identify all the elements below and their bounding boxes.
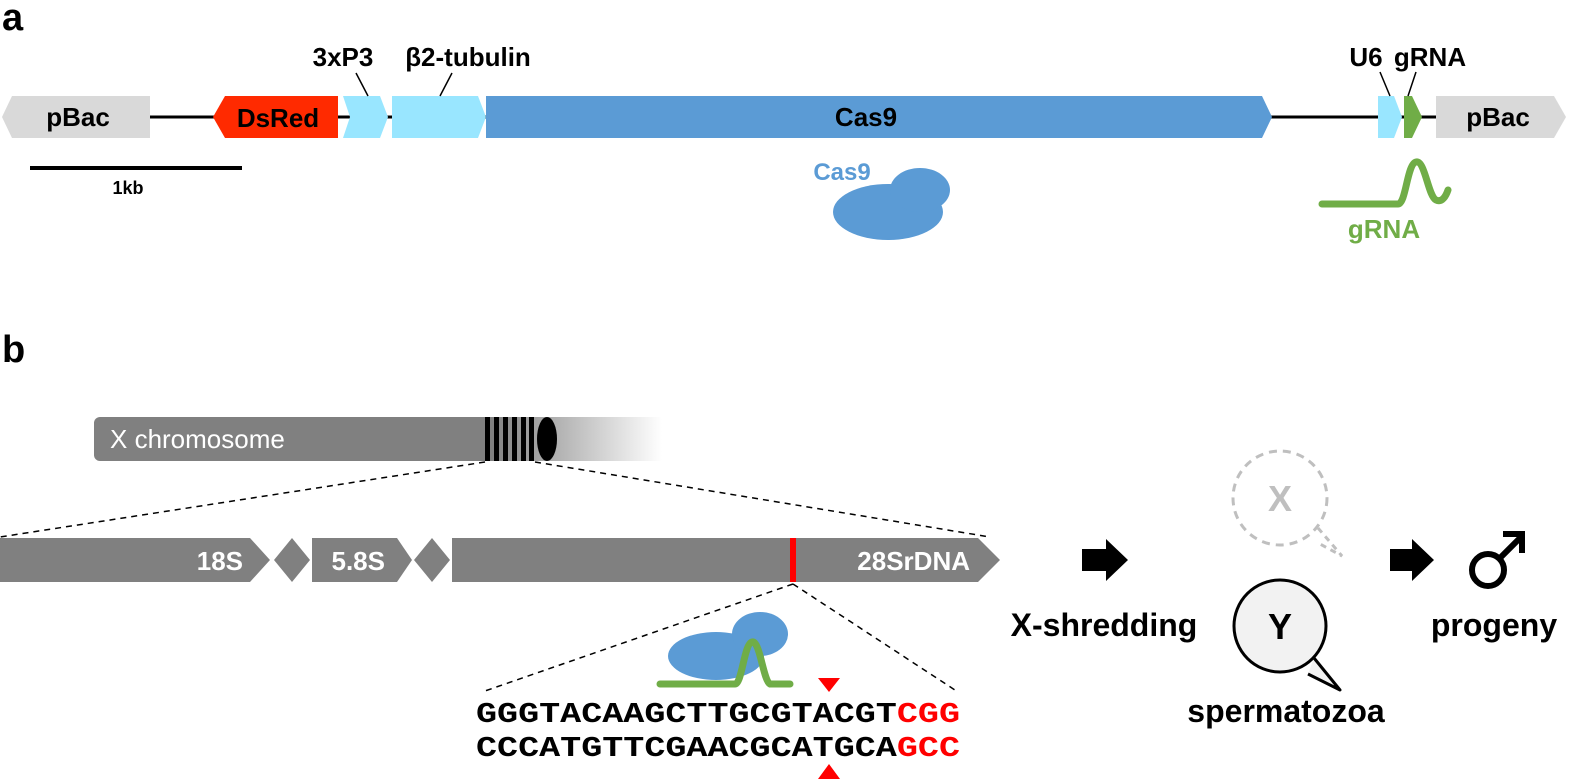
grna-molecule-label: gRNA: [1348, 214, 1420, 244]
rdna-band-4: [512, 417, 517, 461]
male-symbol-arrow-head: [1503, 531, 1525, 553]
rdna-18s-label: 18S: [197, 546, 243, 576]
pbac-left-label: pBac: [46, 102, 110, 132]
progeny-label: progeny: [1431, 607, 1557, 643]
grna-molecule: [1318, 158, 1452, 208]
promoter-u6-label: U6: [1349, 42, 1382, 72]
rdna-its2: [414, 538, 450, 582]
rdna-28s: [452, 538, 1000, 582]
cas9-gene-label: Cas9: [835, 102, 897, 132]
sequence-bottom-strand: CCCATGTTCGAACGCATGCA: [476, 732, 898, 765]
rdna-58s-label: 5.8S: [332, 546, 386, 576]
cas9-gene: [486, 96, 1272, 138]
sperm-x-label: X: [1268, 478, 1292, 519]
cas9-protein-lobe: [890, 168, 950, 212]
zoom-line-target-right: [792, 583, 959, 693]
promoter-3xp3-label: 3xP3: [313, 42, 374, 72]
x-chromosome-fade: [490, 417, 662, 461]
pbac-right-label: pBac: [1466, 102, 1530, 132]
panel-b-letter: b: [2, 329, 25, 371]
panel-a-letter: a: [2, 0, 24, 39]
sequence-bottom-pam: GCC: [897, 732, 960, 765]
zoom-line-right: [534, 461, 991, 538]
sequence-top-protospacer: GGGTACAAGCTTGCGTACGT: [476, 698, 897, 731]
centromere: [537, 417, 557, 461]
sperm-y-head: [1232, 578, 1328, 674]
rdna-its1: [274, 538, 310, 582]
promoter-b2-tubulin-label: β2-tubulin: [405, 42, 531, 72]
sperm-y-label: Y: [1268, 606, 1292, 647]
dsred-label: DsRed: [237, 103, 319, 133]
callout-grna: [1407, 71, 1417, 97]
cut-arrow-top: [818, 678, 840, 692]
sperm-x-head: [1231, 449, 1329, 547]
callout-u6: [1379, 71, 1391, 97]
male-symbol-arrow-shaft: [1497, 535, 1523, 561]
arrow-right-1: [1082, 539, 1128, 581]
zoom-line-left: [0, 461, 486, 538]
pbac-right-element: [1436, 96, 1566, 138]
promoter-b2-tubulin: [392, 96, 486, 138]
scale-bar-label: 1kb: [112, 178, 143, 198]
x-chromosome-body: [94, 417, 494, 461]
x-shredding-label: X-shredding: [1011, 607, 1198, 643]
sperm-y-tail: [1307, 657, 1342, 692]
arrow-right-2: [1390, 539, 1434, 581]
grna-bound: [656, 638, 794, 688]
rdna-28s-label: 28SrDNA: [857, 546, 970, 576]
grna-gene: [1404, 96, 1422, 138]
cut-site-marker: [790, 538, 796, 582]
rdna-band-6: [529, 417, 534, 461]
rdna-band-3: [503, 417, 508, 461]
rdna-58s: [312, 538, 412, 582]
callout-b2-tubulin: [439, 72, 453, 97]
pbac-left-element: [2, 96, 150, 138]
rdna-band-1: [485, 417, 490, 461]
promoter-3xp3: [343, 96, 388, 138]
dsred-gene: [213, 96, 338, 138]
promoter-u6: [1378, 96, 1402, 138]
rdna-band-2: [494, 417, 499, 461]
callout-3xp3: [355, 72, 369, 97]
rdna-band-5: [521, 417, 526, 461]
sequence-top-pam: CGG: [897, 698, 960, 731]
rdna-18s: [0, 538, 270, 582]
cut-arrow-bottom: [818, 764, 840, 779]
cas9-protein-label: Cas9: [813, 159, 870, 186]
x-chromosome-label: X chromosome: [110, 424, 285, 454]
grna-gene-label: gRNA: [1394, 42, 1466, 72]
sperm-x-tail: [1316, 527, 1344, 558]
male-symbol-circle: [1469, 551, 1507, 589]
spermatozoa-label: spermatozoa: [1187, 693, 1385, 729]
